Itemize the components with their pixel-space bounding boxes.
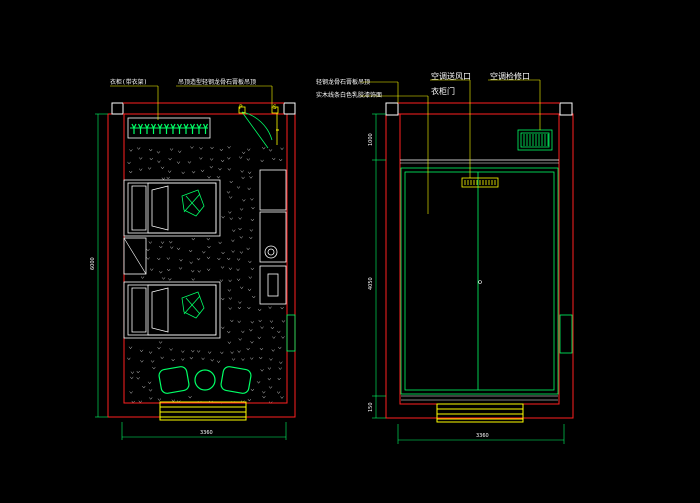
switch-letter-p: P bbox=[239, 104, 243, 111]
label-ac-outlet: 空调送风口 bbox=[431, 72, 471, 81]
switch-p-icon bbox=[238, 106, 246, 114]
table-and-chairs bbox=[158, 366, 252, 394]
floor-hatch-pattern bbox=[127, 146, 286, 405]
plan-width-dimension: 3360 bbox=[200, 430, 213, 436]
plan-column-right bbox=[283, 102, 296, 115]
elev-threshold bbox=[436, 403, 524, 423]
ac-inspection-vent bbox=[517, 129, 553, 151]
switch-s-icon bbox=[271, 106, 279, 114]
elev-window bbox=[559, 314, 573, 354]
window-right bbox=[286, 314, 296, 352]
wall-elevation bbox=[360, 79, 574, 444]
elev-width-dimension: 3360 bbox=[476, 433, 489, 439]
label-wall-b: 实木线条白色乳胶漆饰面 bbox=[316, 92, 383, 99]
plan-door-swing bbox=[241, 111, 273, 149]
tv-cabinet bbox=[259, 169, 287, 305]
label-door: 衣柜门 bbox=[431, 87, 455, 96]
elev-mid-dimension: 4050 bbox=[368, 277, 374, 290]
label-wall-a: 轻钢龙骨石膏板吊顶 bbox=[316, 79, 371, 86]
wardrobe bbox=[127, 117, 211, 139]
floor-plan bbox=[95, 85, 296, 440]
plan-column-left bbox=[111, 102, 124, 115]
door-knob-icon bbox=[478, 280, 482, 284]
plan-entry-threshold bbox=[159, 401, 247, 421]
plan-height-dimension: 6000 bbox=[90, 257, 96, 270]
elev-wardrobe-doors bbox=[400, 167, 559, 395]
ac-outlet-grille bbox=[461, 177, 499, 188]
switch-letter-s: S bbox=[273, 104, 277, 111]
label-ac-inspect: 空调检修口 bbox=[490, 72, 530, 81]
label-wardrobe: 衣柜(带衣架) bbox=[110, 79, 148, 86]
label-ceiling: 吊顶造型轻钢龙骨石膏板吊顶 bbox=[178, 79, 257, 86]
bed-lower bbox=[123, 281, 221, 339]
elev-top-dimension: 1000 bbox=[368, 133, 374, 146]
elev-inner-wall bbox=[399, 113, 560, 405]
bed-upper bbox=[123, 179, 221, 237]
elev-bottom-dimension: 150 bbox=[368, 402, 374, 412]
